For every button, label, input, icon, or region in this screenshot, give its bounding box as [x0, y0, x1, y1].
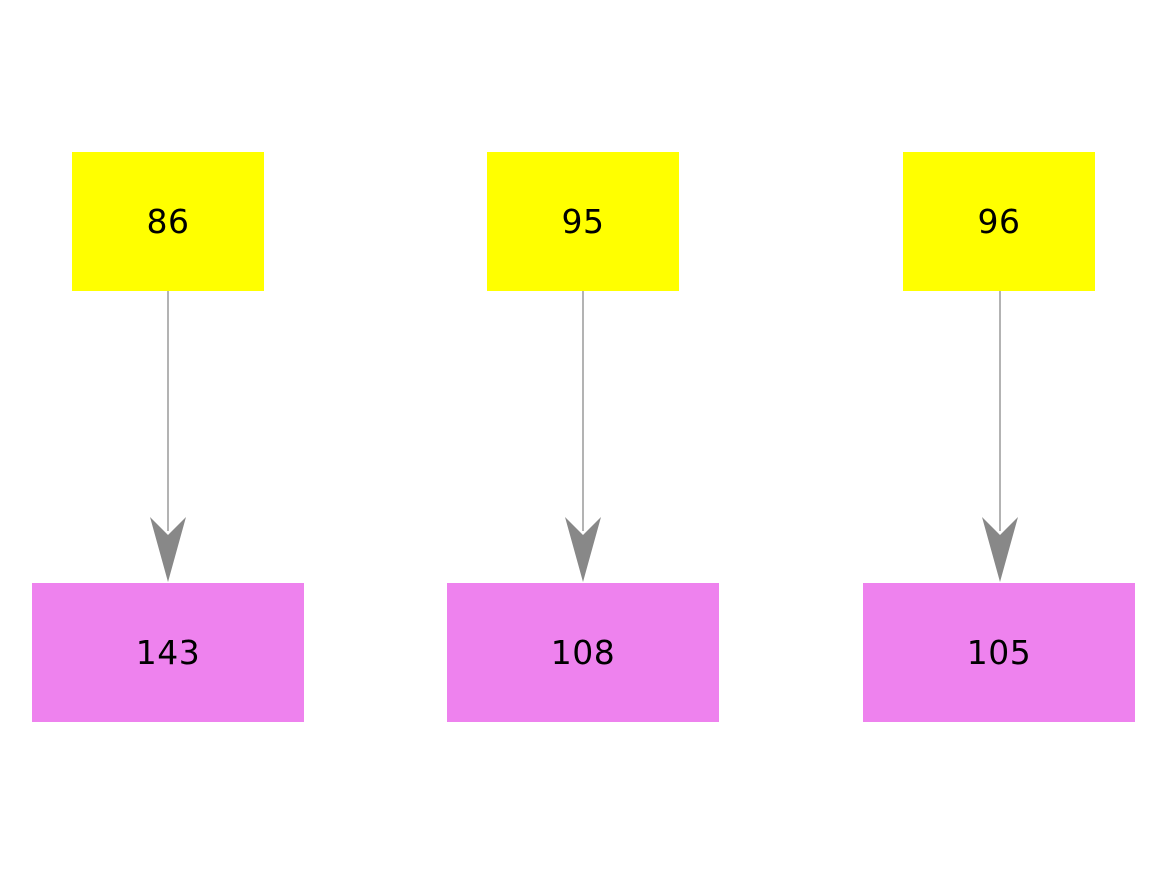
target-node-1-value: 143	[135, 633, 201, 672]
source-node-3-value: 96	[977, 202, 1021, 241]
arrow-3-head-icon	[982, 517, 1018, 582]
arrow-1-head-icon	[150, 517, 186, 582]
target-node-2: 108	[447, 583, 719, 722]
arrow-1	[150, 291, 186, 582]
target-node-1: 143	[32, 583, 304, 722]
source-node-3: 96	[903, 152, 1095, 291]
target-node-2-value: 108	[550, 633, 616, 672]
arrow-2	[565, 291, 601, 582]
source-node-2-value: 95	[561, 202, 605, 241]
source-node-1-value: 86	[146, 202, 190, 241]
source-node-1: 86	[72, 152, 264, 291]
arrow-2-head-icon	[565, 517, 601, 582]
source-node-2: 95	[487, 152, 679, 291]
arrow-3	[982, 291, 1018, 582]
target-node-3: 105	[863, 583, 1135, 722]
target-node-3-value: 105	[966, 633, 1032, 672]
